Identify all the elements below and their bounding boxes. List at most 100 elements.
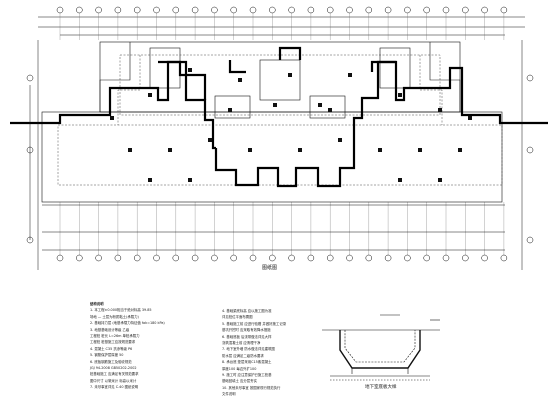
- axis-bubble: [384, 254, 392, 262]
- axis-bubble: [326, 6, 334, 14]
- note-line: 厚度100 每边外扩100: [222, 366, 257, 371]
- note-line: 7. 未尽事宜详见 C.40 图纸说明: [90, 385, 139, 390]
- notes-right: 4. 基础梁底标高 应以施工图为准 详见桩位平面布置图 5. 基础施工前 应进行…: [222, 308, 286, 398]
- axis-bubble: [269, 254, 276, 262]
- axis-bubble: [133, 6, 141, 14]
- column-block: [188, 68, 192, 72]
- axis-bubble: [423, 6, 430, 14]
- axis-bubble: [346, 6, 353, 14]
- basement-wall-heavy-line: [10, 46, 548, 188]
- column-block: [438, 178, 442, 182]
- column-block: [128, 148, 132, 152]
- axis-bubble: [76, 254, 83, 262]
- axis-bubble: [288, 254, 295, 262]
- section-title: 地下室底板大样: [365, 385, 397, 390]
- top-dimension-lines: [38, 16, 525, 36]
- side-axis-bubbles: [26, 74, 534, 244]
- axis-bubble: [56, 6, 64, 14]
- column-block: [148, 93, 152, 97]
- note-line: 详见桩位平面布置图: [222, 315, 253, 320]
- axis-bubble: [153, 6, 160, 14]
- note-line: 文件说明: [222, 392, 236, 397]
- note-line: 5. 基础施工前 应进行验槽 并做好施工记录: [222, 321, 287, 326]
- column-block: [328, 108, 332, 112]
- top-axis-bubbles: [56, 6, 508, 14]
- section-detail: [322, 314, 440, 381]
- column-block: [418, 148, 422, 152]
- note-line: 2. 基础持力层 (地基承载力特征值 fak=180 kPa): [90, 321, 165, 326]
- column-block: [318, 103, 322, 107]
- axis-bubble: [307, 6, 315, 14]
- note-line: 场地 — 土层为粉质黏土(承载力): [90, 314, 139, 319]
- axis-bubble: [95, 6, 102, 14]
- axis-bubble: [114, 6, 122, 14]
- plan-title: 图纸图: [262, 265, 278, 271]
- axis-bubble: [500, 254, 508, 262]
- bottom-dimension-lines: [42, 204, 505, 251]
- notes-heading: 结构说明: [90, 302, 104, 306]
- axis-bubble: [114, 254, 122, 262]
- column-block: [188, 178, 192, 182]
- column-block: [398, 93, 402, 97]
- axis-bubble: [346, 254, 353, 262]
- axis-bubble: [230, 6, 237, 14]
- note-line: 6. 底板钢筋施工及验收规范: [90, 359, 132, 364]
- axis-bubble: [211, 254, 218, 262]
- note-line: 3. 地基基础设计等级 乙级: [90, 327, 130, 332]
- column-block: [438, 108, 442, 112]
- note-line: 防水层 应满足二级防水要求: [222, 353, 264, 358]
- note-line: 桩基础施工 应满足有关规范要求: [90, 372, 139, 377]
- axis-bubble: [365, 6, 373, 14]
- axis-bubble: [365, 254, 373, 262]
- foundation-dashed-outline: [57, 54, 503, 186]
- column-block: [148, 178, 152, 182]
- column-block: [288, 73, 292, 77]
- axis-bubble: [442, 254, 450, 262]
- axis-bubble: [269, 6, 276, 14]
- column-block: [248, 148, 252, 152]
- axis-bubble: [462, 254, 469, 262]
- note-line: 基础回填土 应分层夯实: [222, 379, 257, 384]
- side-dimension-lines: [29, 40, 523, 270]
- axis-bubble: [384, 6, 392, 14]
- axis-bubble: [230, 254, 237, 262]
- column-block: [168, 148, 172, 152]
- column-block: [110, 116, 114, 120]
- axis-bubble: [423, 254, 430, 262]
- axis-bubble: [442, 6, 450, 14]
- axis-bubble: [249, 6, 257, 14]
- column-block: [468, 116, 472, 120]
- note-line: 工程桩 桩基施工应按规范要求: [90, 340, 136, 345]
- plan-outline: [41, 41, 503, 203]
- axis-bubble: [249, 254, 257, 262]
- axis-bubble: [462, 6, 469, 14]
- grid-lines: [59, 13, 505, 255]
- axis-bubble: [211, 6, 218, 14]
- column-block: [338, 138, 342, 142]
- notes-left: 结构说明 1. 本工程±0.000相当于绝对标高 39.85 场地 — 土层为粉…: [90, 301, 165, 391]
- note-line: 4. 混凝土 C35 抗渗等级 P6: [90, 346, 133, 351]
- note-line: 6. 基础底板 后浇带做法详见大样: [222, 334, 272, 339]
- column-block: [238, 78, 242, 82]
- axis-bubble: [307, 254, 315, 262]
- note-line: 5. 钢筋保护层厚度 50: [90, 353, 124, 358]
- axis-bubble: [404, 6, 411, 14]
- axis-bubble: [191, 6, 199, 14]
- column-block: [458, 148, 462, 152]
- column-blocks: [110, 68, 472, 182]
- note-line: 图中尺寸 以毫米计 标高以米计: [90, 378, 137, 383]
- column-block: [298, 148, 302, 152]
- axis-bubble: [153, 254, 160, 262]
- axis-bubble: [481, 254, 488, 262]
- axis-bubble: [133, 254, 141, 262]
- note-line: 7. 地下室外墙 防水做法详见建筑图: [222, 347, 275, 352]
- note-line: 1. 本工程±0.000相当于绝对标高 39.85: [90, 308, 152, 313]
- note-line: 工程桩 桩长 L=26m 单桩承载力: [90, 334, 140, 339]
- axis-bubble: [288, 6, 295, 14]
- axis-bubble: [404, 254, 411, 262]
- axis-bubble: [481, 6, 488, 14]
- axis-bubble: [95, 254, 102, 262]
- axis-bubble: [500, 6, 508, 14]
- axis-bubble: [191, 254, 199, 262]
